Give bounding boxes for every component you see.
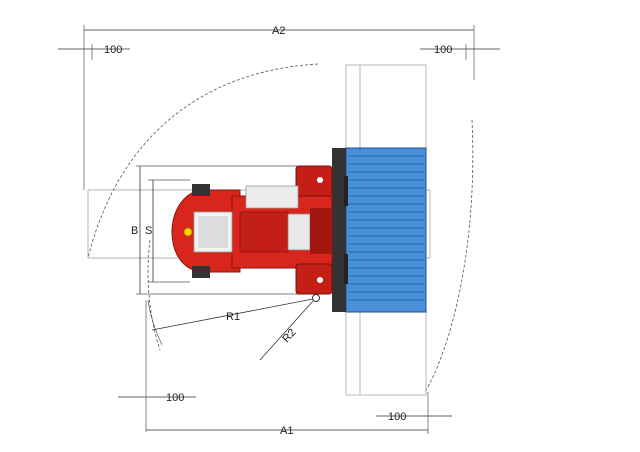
front-wheel-top (295, 165, 333, 197)
bottom-left-100-label: 100 (166, 392, 184, 404)
engine-hood (239, 211, 289, 253)
top-right-100-label: 100 (434, 44, 452, 56)
a2-label: A2 (272, 25, 285, 37)
fork-right (344, 254, 348, 284)
r2-radius-line (259, 300, 314, 361)
load-stripes (348, 155, 424, 301)
top-left-100-label: 100 (104, 44, 122, 56)
cabin-roof (245, 185, 299, 209)
swept-path-right-arc (424, 119, 474, 393)
rear-wheel-bottom (192, 266, 210, 278)
beacon-light (183, 227, 193, 237)
b-label: B (131, 225, 138, 237)
light-bottom (317, 277, 323, 283)
forklift-truck (171, 165, 333, 295)
bottom-right-100-label: 100 (388, 411, 406, 423)
seat-back (198, 216, 228, 248)
r1-radius-line (151, 298, 314, 331)
dashboard (287, 213, 311, 251)
light-top (317, 177, 323, 183)
swept-path-lower-arc (147, 239, 161, 351)
r1-label: R1 (226, 311, 240, 323)
steering-column (310, 208, 332, 254)
fork-left (344, 176, 348, 206)
a1-label: A1 (280, 425, 293, 437)
mast (332, 148, 346, 312)
front-wheel-bottom (295, 263, 333, 295)
rear-wheel-top (192, 184, 210, 196)
inner-arc (147, 299, 163, 346)
s-label: S (145, 225, 152, 237)
r2-label: R2 (280, 327, 298, 345)
swept-path-outer-arc (87, 63, 319, 259)
load-container (345, 147, 427, 313)
pivot-point (312, 294, 320, 302)
